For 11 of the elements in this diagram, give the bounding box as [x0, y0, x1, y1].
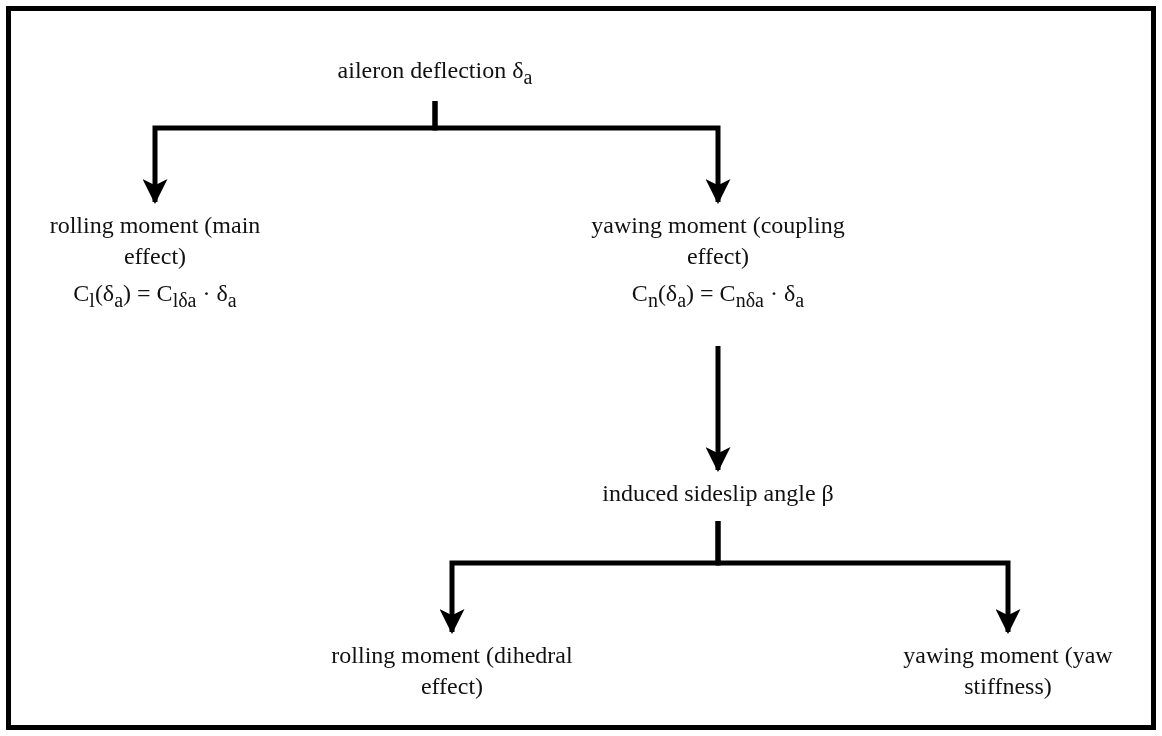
arrow	[715, 521, 1021, 635]
formula: C$_{l}$(δ$_{a}$) = C$_{lδa}$ · δ$_{a}$	[73, 279, 237, 313]
arrow	[432, 101, 731, 205]
node-label: rolling moment (main effect)	[48, 211, 262, 271]
node-label: yawing moment (yaw stiffness)	[902, 641, 1114, 701]
node-label: induced sideslip angle β	[601, 479, 835, 508]
node-label: aileron deflection δ$_{a}$	[336, 56, 534, 90]
node-label: rolling moment (dihedral effect)	[330, 641, 574, 701]
arrow	[705, 346, 731, 473]
formula: C$_{n}$(δ$_{a}$) = C$_{nδa}$ · δ$_{a}$	[631, 279, 805, 313]
node-label: yawing moment (coupling effect)	[590, 211, 846, 271]
